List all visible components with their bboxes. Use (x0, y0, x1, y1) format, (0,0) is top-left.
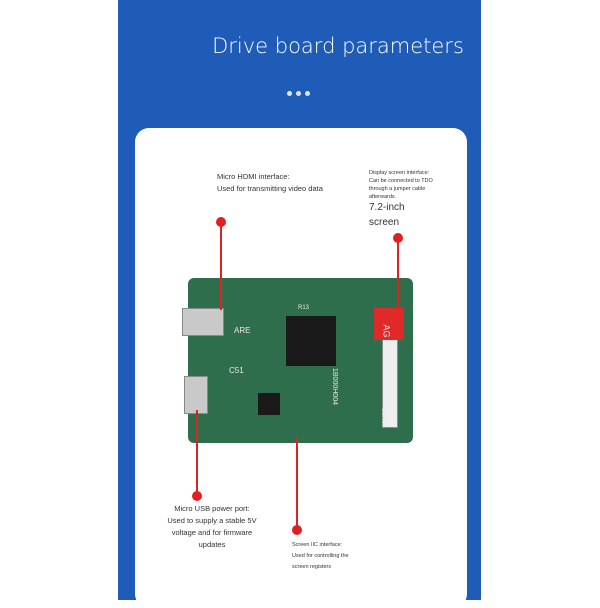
usb-marker (192, 491, 202, 501)
iic-leader-line (296, 437, 298, 527)
silk-ag: AG (381, 324, 392, 338)
silk-r13: R13 (298, 305, 310, 311)
pagination-dots (287, 91, 310, 96)
silk-c51: C51 (229, 366, 244, 375)
display-heading: Display screen interface: (369, 170, 430, 176)
screen-size: 7.2-inch screen (369, 202, 405, 228)
page-title: Drive board parameters (212, 34, 464, 58)
connector-highlight (374, 308, 404, 340)
usb-callout: Micro USB power port: Used to supply a s… (167, 504, 257, 549)
usb-leader-line (196, 410, 198, 495)
display-leader-line (397, 238, 399, 310)
drive-board-image: ARE C51 R13 1B000H004 AG SSR17 (182, 278, 413, 443)
hdmi-leader-line (220, 222, 222, 310)
iic-heading: Screen IIC interface: (292, 542, 343, 548)
usb-port (184, 376, 208, 414)
silk-ssr: SSR17 (380, 408, 386, 428)
iic-body: Used for controlling the screen register… (292, 553, 349, 570)
display-callout: Display screen interface: Can be connect… (369, 169, 441, 201)
hdmi-heading: Micro HDMI interface: (217, 172, 290, 181)
iic-callout: Screen IIC interface: Used for controlli… (292, 540, 362, 573)
silk-part: 1B000H004 (331, 368, 338, 405)
secondary-chip (258, 393, 280, 415)
hdmi-body: Used for transmitting video data (217, 184, 323, 193)
display-body: Can be connected to TDO through a jumper… (369, 178, 433, 200)
main-chip (286, 316, 336, 366)
hdmi-callout: Micro HDMI interface: Used for transmitt… (217, 171, 327, 195)
hdmi-port (182, 308, 224, 336)
iic-marker (292, 525, 302, 535)
silk-are: ARE (234, 326, 251, 335)
